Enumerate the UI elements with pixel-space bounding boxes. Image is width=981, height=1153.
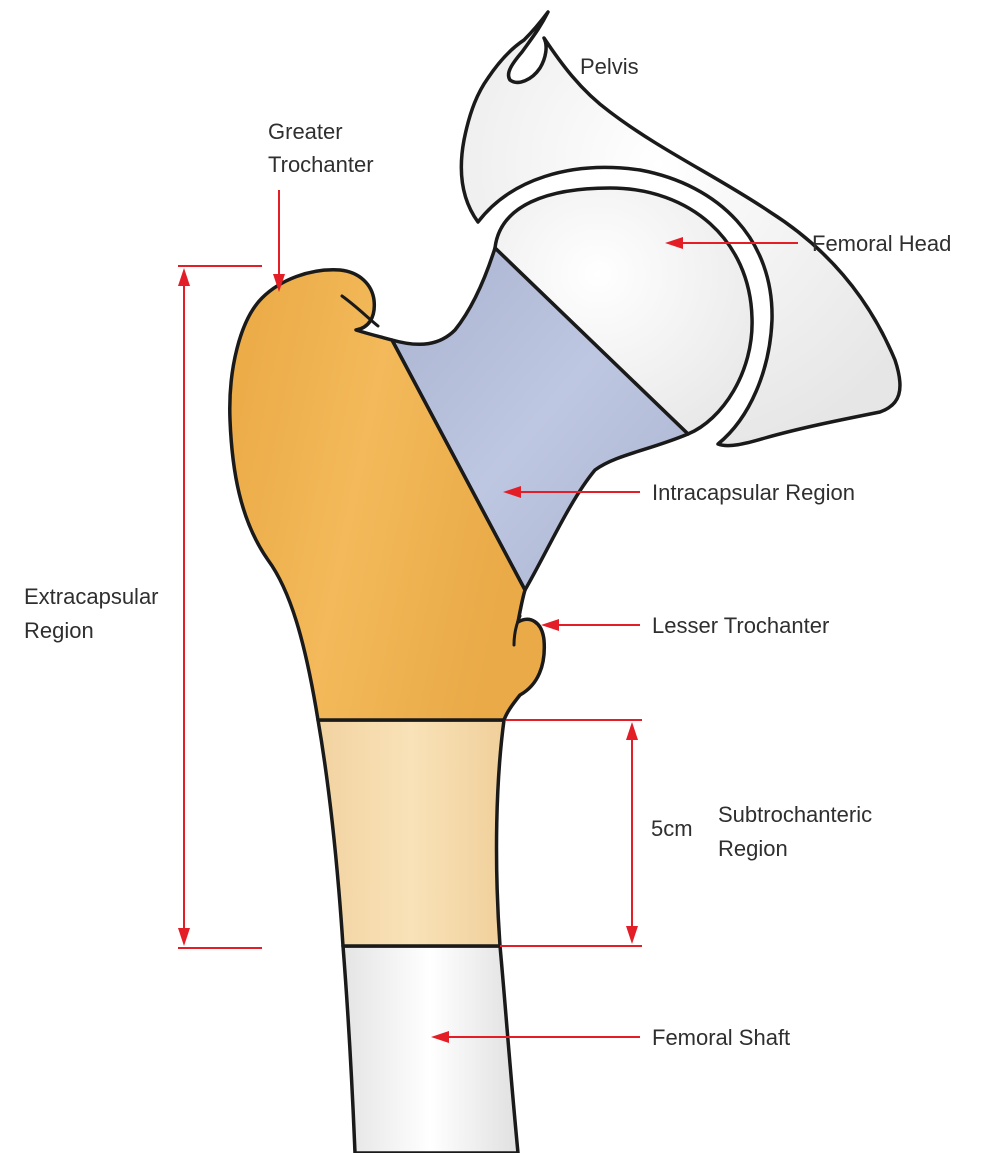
pelvis-label: Pelvis xyxy=(580,54,639,79)
greater-trochanter-label-line2: Trochanter xyxy=(268,152,374,177)
subtrochanteric-label-line2: Region xyxy=(718,836,788,861)
subtrochanteric-label-line1: Subtrochanteric xyxy=(718,802,872,827)
femoral-shaft-shape xyxy=(343,946,518,1153)
subtrochanteric-region-shape xyxy=(318,720,504,946)
extracapsular-label-line1: Extracapsular xyxy=(24,584,159,609)
five-cm-arrow-bottom xyxy=(626,926,638,944)
extracapsular-arrow-top xyxy=(178,268,190,286)
five-cm-arrow-top xyxy=(626,722,638,740)
lesser-trochanter-arrowhead xyxy=(541,619,559,631)
femoral-shaft-label: Femoral Shaft xyxy=(652,1025,790,1050)
lesser-trochanter-label: Lesser Trochanter xyxy=(652,613,829,638)
five-cm-label: 5cm xyxy=(651,816,693,841)
extracapsular-arrow-bottom xyxy=(178,928,190,946)
greater-trochanter-label-line1: Greater xyxy=(268,119,343,144)
intracapsular-region-label: Intracapsular Region xyxy=(652,480,855,505)
femoral-head-label: Femoral Head xyxy=(812,231,951,256)
extracapsular-label-line2: Region xyxy=(24,618,94,643)
